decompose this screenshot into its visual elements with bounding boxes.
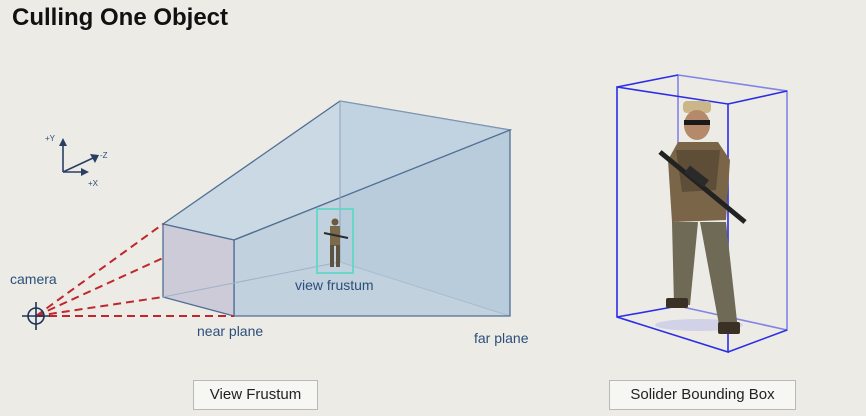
camera-icon	[22, 302, 50, 330]
slide-title: Culling One Object	[12, 4, 229, 31]
view-frustum-label: view frustum	[295, 277, 374, 293]
view-frustum-caption: View Frustum	[193, 380, 318, 410]
axes-icon	[59, 138, 99, 176]
soldier-large-image	[655, 101, 747, 334]
axis-x-label: +X	[88, 179, 99, 188]
axis-y-label: +Y	[45, 134, 56, 143]
soldier-small-image	[316, 208, 354, 274]
axis-z-label: -Z	[100, 151, 108, 160]
view-frustum	[161, 100, 513, 317]
camera-rays	[35, 223, 234, 317]
near-plane-label: near plane	[197, 323, 263, 339]
camera-label: camera	[10, 271, 57, 287]
bounding-box-caption: Solider Bounding Box	[609, 380, 796, 410]
far-plane-label: far plane	[474, 330, 529, 346]
